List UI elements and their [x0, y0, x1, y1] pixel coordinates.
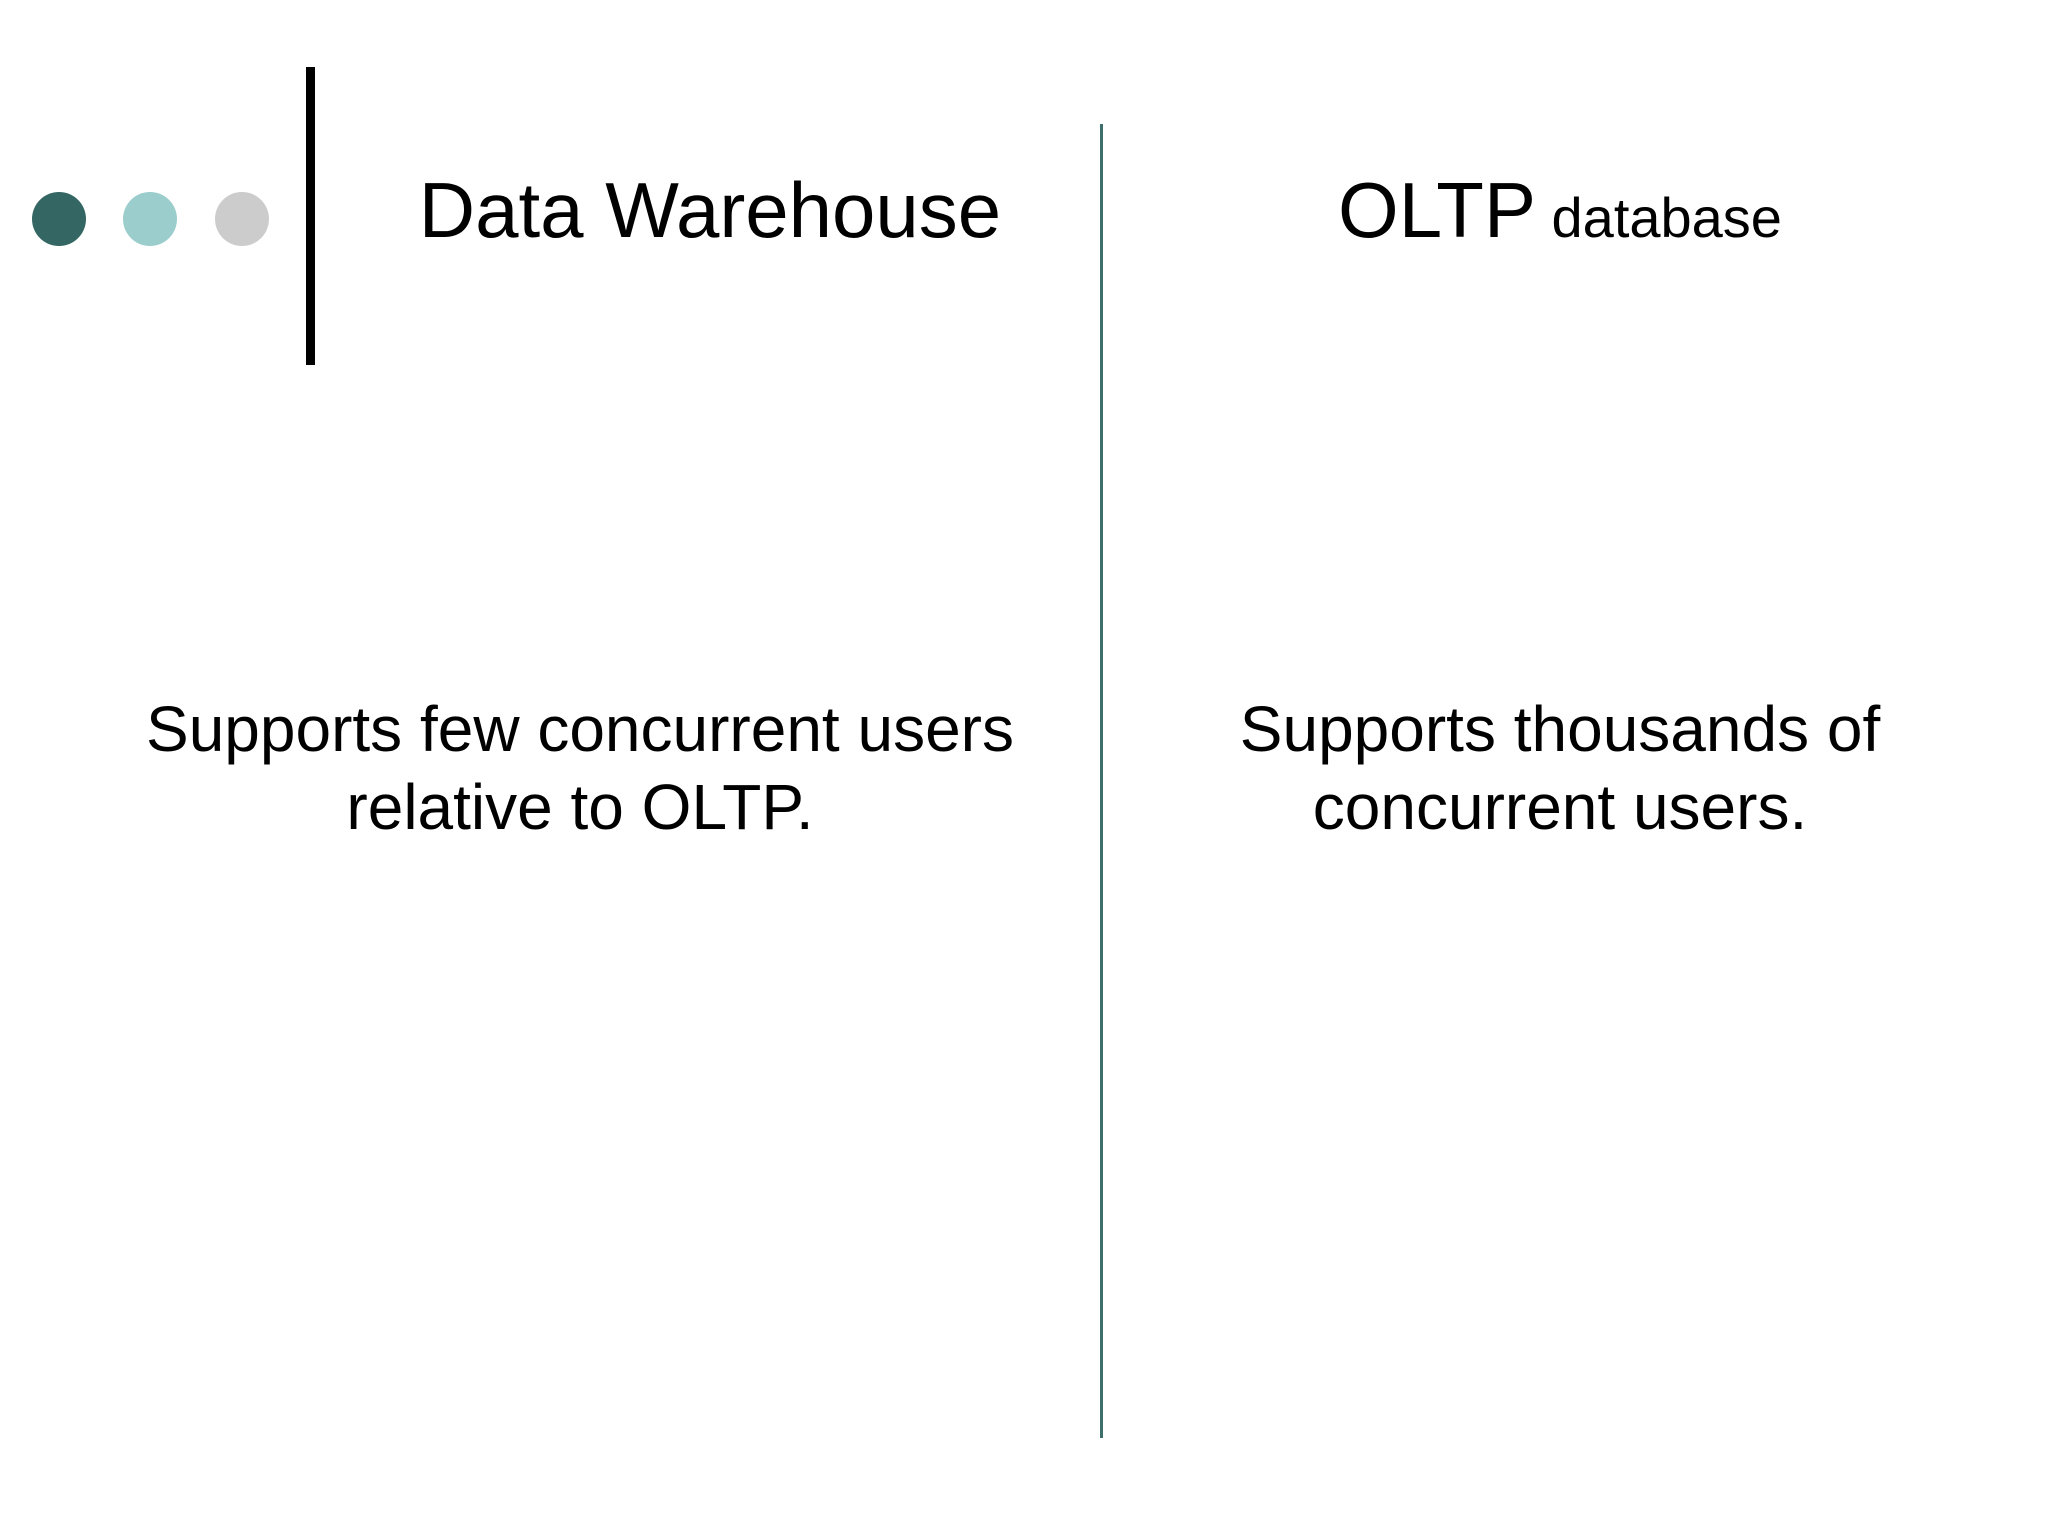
circle-icon-light-teal [123, 192, 177, 246]
right-column-heading-primary: OLTP [1338, 166, 1536, 254]
left-column-body-text: Supports few concurrent users relative t… [146, 693, 1014, 844]
right-column-heading-secondary: database [1535, 186, 1782, 249]
circle-icon-gray [215, 192, 269, 246]
circle-icon-dark-teal [32, 192, 86, 246]
right-column-body-text: Supports thousands of concurrent users. [1239, 693, 1881, 844]
column-divider-line [1100, 124, 1103, 1438]
right-column-heading: OLTP database [1140, 150, 1980, 270]
left-column-heading: Data Warehouse [418, 166, 1002, 254]
decorative-dot-cluster [32, 192, 272, 248]
title-accent-bar [306, 67, 315, 365]
